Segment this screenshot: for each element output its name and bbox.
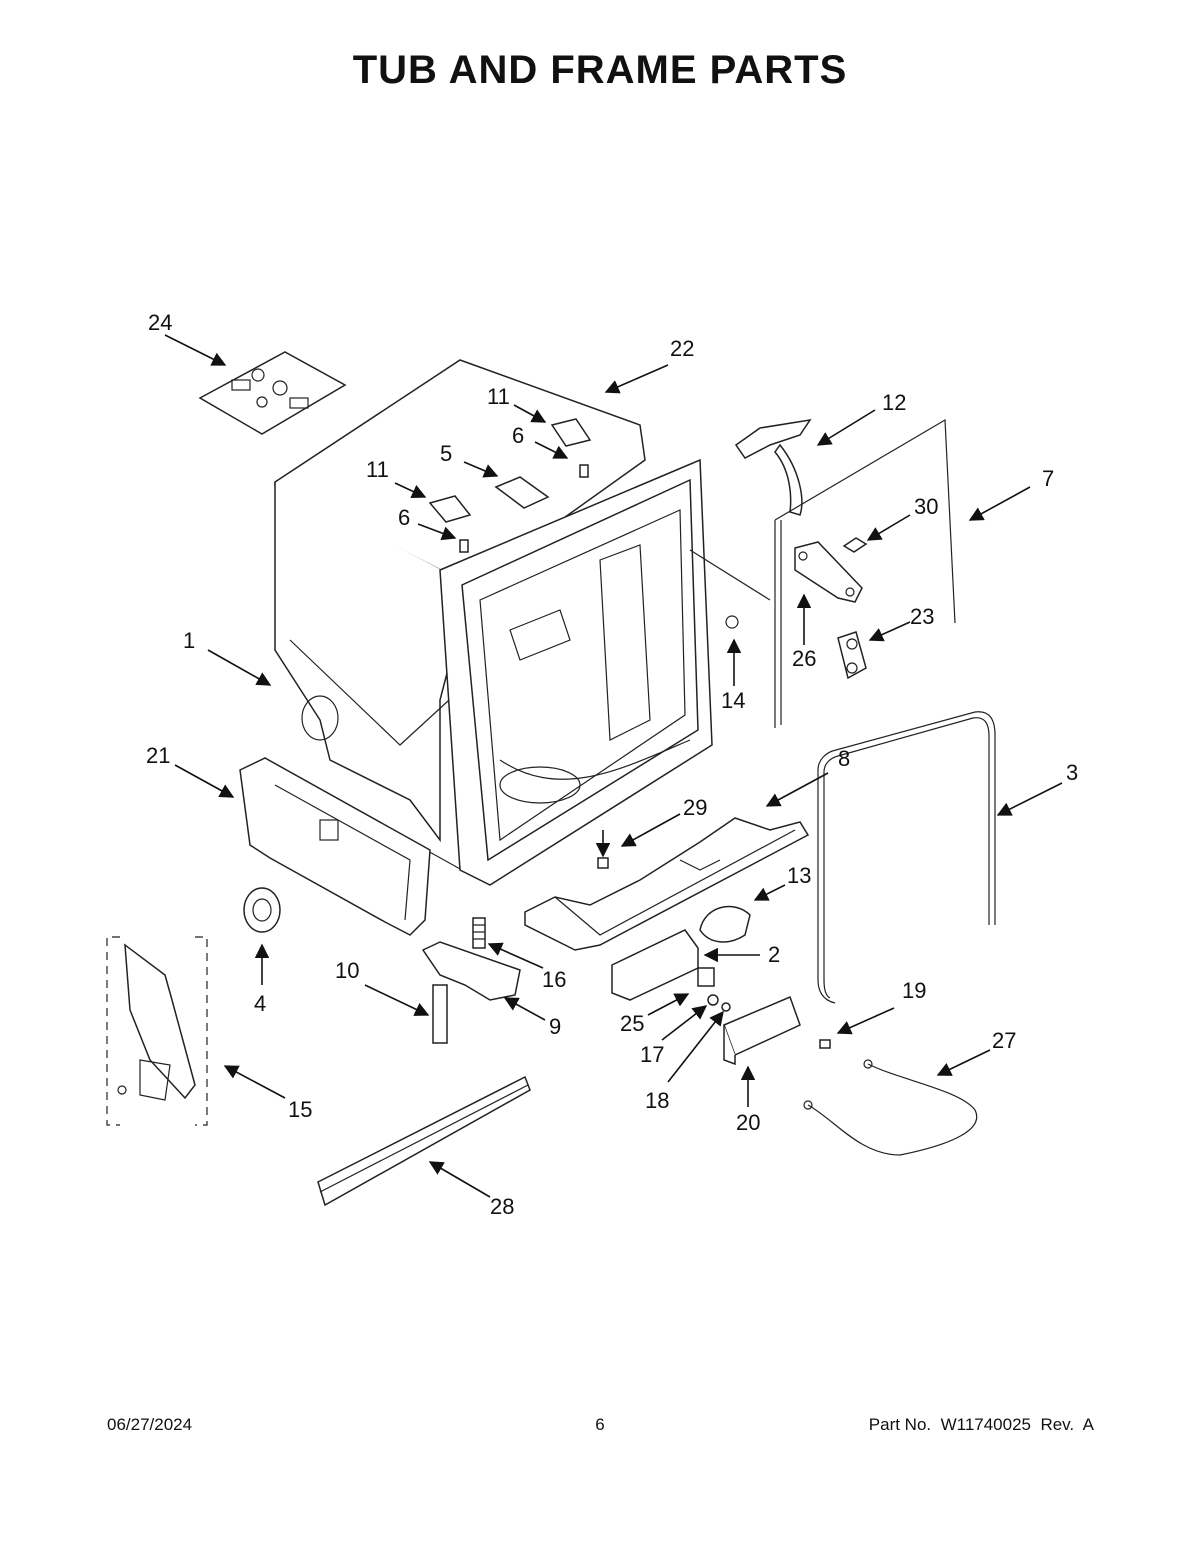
callout-30: 30 bbox=[914, 494, 938, 519]
callout-21: 21 bbox=[146, 743, 170, 768]
part-9-leg-bracket bbox=[421, 941, 521, 1001]
callout-18: 18 bbox=[645, 1088, 669, 1113]
part-29-screw bbox=[597, 857, 609, 869]
footer-page-number: 6 bbox=[595, 1415, 605, 1434]
callout-4: 4 bbox=[254, 991, 266, 1016]
callout-11-top: 11 bbox=[487, 384, 510, 409]
part-23-hinge-block bbox=[837, 631, 867, 680]
page-title: TUB AND FRAME PARTS bbox=[352, 48, 848, 92]
part-3-side-gasket bbox=[817, 711, 996, 1004]
callout-12: 12 bbox=[882, 390, 906, 415]
part-6-screw-left bbox=[459, 539, 469, 553]
callout-10: 10 bbox=[335, 958, 359, 983]
part-18-nut bbox=[721, 1002, 731, 1012]
part-4-wheel bbox=[243, 887, 281, 933]
part-13-bracket bbox=[699, 905, 751, 943]
part-7-gasket bbox=[774, 418, 956, 728]
footer-date: 06/27/2024 bbox=[107, 1415, 193, 1434]
part-6-screw-right bbox=[579, 464, 589, 478]
part-21-base-frame bbox=[239, 757, 431, 936]
part-5-bracket bbox=[494, 476, 550, 509]
part-26-wire-harness bbox=[803, 1059, 978, 1156]
callout-22: 22 bbox=[670, 336, 694, 361]
callout-6-left: 6 bbox=[398, 505, 410, 530]
part-25-switch bbox=[697, 967, 715, 987]
callout-14: 14 bbox=[721, 688, 745, 713]
callout-9: 9 bbox=[549, 1014, 561, 1039]
part-2-bracket bbox=[611, 929, 699, 1001]
tub-front-frame bbox=[439, 458, 771, 886]
callout-labels: 24 22 11 6 5 11 6 12 7 30 26 23 14 1 21 … bbox=[146, 310, 1078, 1219]
callout-15: 15 bbox=[288, 1097, 312, 1122]
part-11-bracket-right bbox=[550, 418, 592, 447]
part-11-bracket-left bbox=[428, 495, 472, 523]
part-1-tub-assembly bbox=[274, 359, 646, 881]
part-12-gasket-end bbox=[734, 418, 812, 516]
part-24-hardware-bag bbox=[198, 351, 347, 435]
callout-2: 2 bbox=[768, 942, 780, 967]
footer-part-number: Part No. W11740025 Rev. A bbox=[868, 1415, 1094, 1434]
callout-1: 1 bbox=[183, 628, 195, 653]
callout-28: 28 bbox=[490, 1194, 514, 1219]
callout-5: 5 bbox=[440, 441, 452, 466]
callout-27: 26 bbox=[792, 646, 816, 671]
part-27-hinge bbox=[794, 541, 863, 603]
callout-3: 3 bbox=[1066, 760, 1078, 785]
callout-16: 16 bbox=[542, 967, 566, 992]
part-28-rail bbox=[317, 1075, 531, 1207]
callout-17: 17 bbox=[640, 1042, 664, 1067]
callout-20: 20 bbox=[736, 1110, 760, 1135]
callout-7: 7 bbox=[1042, 466, 1054, 491]
callout-24: 24 bbox=[148, 310, 172, 335]
part-15-sensor-module bbox=[106, 936, 208, 1126]
callout-26: 27 bbox=[992, 1028, 1016, 1053]
part-20-cover bbox=[723, 995, 801, 1066]
callout-8: 8 bbox=[838, 746, 850, 771]
callout-29: 29 bbox=[683, 795, 707, 820]
callout-6-top: 6 bbox=[512, 423, 524, 448]
part-30-cap bbox=[842, 537, 868, 553]
leader-arrows bbox=[164, 334, 1063, 1198]
part-8-base-rail bbox=[524, 817, 810, 951]
callout-25: 25 bbox=[620, 1011, 644, 1036]
part-17-washer bbox=[707, 994, 719, 1006]
part-16-spring bbox=[472, 917, 486, 949]
callout-19: 19 bbox=[902, 978, 926, 1003]
part-10-leg bbox=[432, 984, 448, 1044]
callout-11-left: 11 bbox=[366, 457, 389, 482]
part-19-screw bbox=[819, 1039, 831, 1049]
callout-13: 13 bbox=[787, 863, 811, 888]
callout-23: 23 bbox=[910, 604, 934, 629]
